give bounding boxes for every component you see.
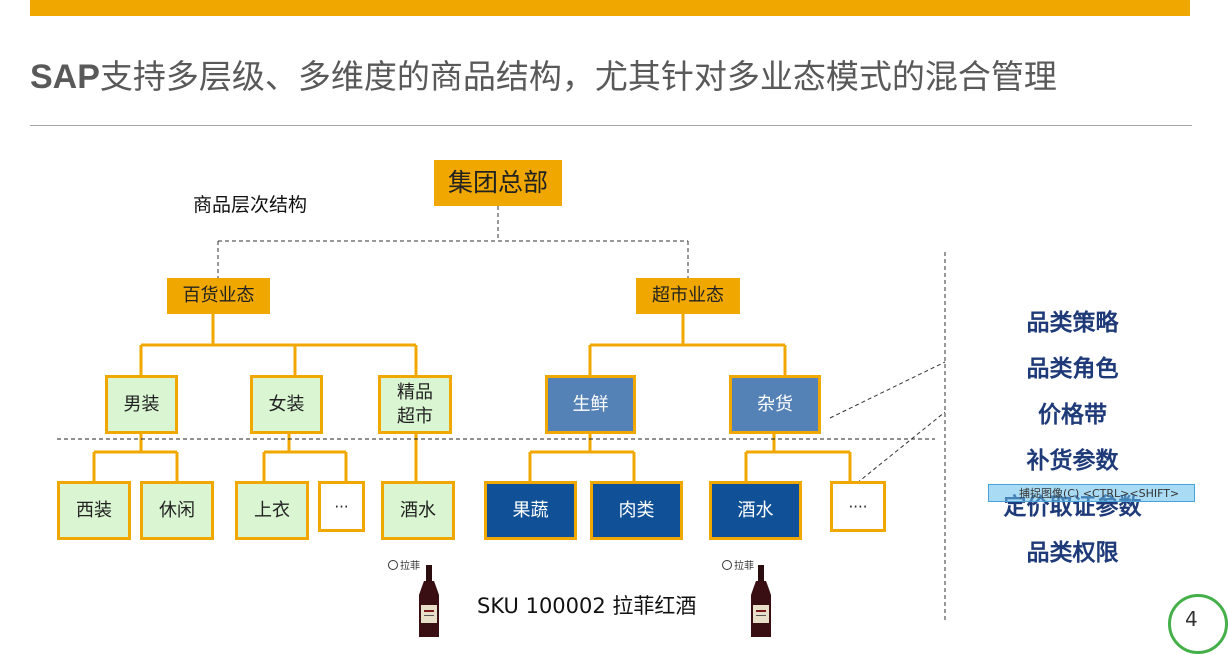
- corner-badge-text: 4: [1185, 607, 1198, 631]
- title-prefix: SAP: [30, 58, 100, 96]
- wine-bottle-image-1: 拉菲: [388, 555, 448, 640]
- leaf-wine-1: 酒水: [381, 481, 455, 540]
- brand-name: 拉菲: [400, 561, 420, 572]
- category-women: 女装: [250, 375, 323, 434]
- root-connectors: [217, 206, 689, 278]
- leaf-casual: 休闲: [140, 481, 214, 540]
- dimension-item: 品类角色: [1026, 356, 1119, 382]
- leaf-tops: 上衣: [235, 481, 309, 540]
- connector-lines: [57, 206, 946, 622]
- category-grocery: 杂货: [729, 375, 821, 434]
- wine-bottle-image-2: 拉菲: [722, 555, 782, 640]
- leaf-meat: 肉类: [590, 481, 683, 540]
- top-accent-bar: [30, 0, 1190, 16]
- dimension-list: 品类策略 品类角色 价格带 补货参数 定价取证参数 品类权限: [990, 300, 1155, 576]
- hierarchy-label: 商品层次结构: [193, 194, 308, 216]
- corner-badge[interactable]: 4: [1168, 594, 1228, 654]
- title-divider: [30, 125, 1192, 126]
- capture-tooltip: 捕捉图像(C) <CTRL><SHIFT>: [988, 484, 1195, 502]
- dimension-item: 价格带: [1038, 402, 1107, 428]
- leaf-wine-2: 酒水: [709, 481, 802, 540]
- root-node: 集团总部: [434, 160, 562, 206]
- category-boutique: 精品 超市: [378, 375, 452, 434]
- dimension-item: 补货参数: [1026, 448, 1119, 474]
- dimension-item: 品类权限: [1026, 540, 1119, 566]
- format-supermarket: 超市业态: [636, 278, 740, 314]
- category-men: 男装: [105, 375, 178, 434]
- leaf-suit: 西装: [57, 481, 131, 540]
- dimension-item: 品类策略: [1026, 310, 1119, 336]
- brand-logo-icon: [722, 559, 732, 570]
- leaf-more-2: ····: [830, 481, 886, 532]
- callout-line-1: [829, 361, 946, 419]
- brand-logo-icon: [388, 559, 398, 570]
- title-rest: 支持多层级、多维度的商品结构，尤其针对多业态模式的混合管理: [99, 57, 1057, 96]
- wine-bottle-icon: [751, 565, 771, 637]
- sku-label: SKU 100002 拉菲红酒: [477, 594, 697, 618]
- leaf-more-1: ···: [318, 481, 365, 532]
- tree-connectors: [92, 314, 852, 481]
- wine-bottle-icon: [419, 565, 439, 637]
- page-title: SAP支持多层级、多维度的商品结构，尤其针对多业态模式的混合管理: [30, 50, 1057, 98]
- brand-name: 拉菲: [734, 561, 754, 572]
- format-department: 百货业态: [167, 278, 270, 314]
- category-fresh: 生鲜: [545, 375, 636, 434]
- brand-mark: 拉菲: [722, 557, 754, 572]
- callout-line-2: [856, 411, 946, 484]
- brand-mark: 拉菲: [388, 557, 420, 572]
- leaf-produce: 果蔬: [484, 481, 577, 540]
